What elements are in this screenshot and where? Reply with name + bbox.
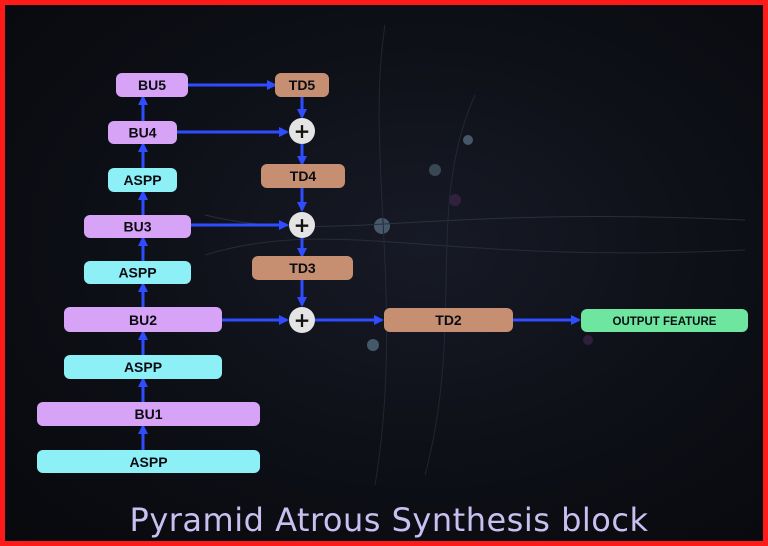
node-aspp-low: ASPP — [64, 355, 222, 379]
node-label: TD3 — [289, 260, 316, 276]
node-aspp-mid: ASPP — [84, 261, 191, 284]
plus-node-2: + — [289, 212, 315, 238]
node-label: OUTPUT FEATURE — [613, 316, 717, 328]
node-label: ASPP — [118, 265, 156, 281]
node-label: ASPP — [129, 454, 167, 470]
node-label: TD5 — [289, 77, 316, 93]
diagram-canvas: ASPP BU1 ASPP BU2 ASPP BU3 ASPP BU4 — [37, 24, 748, 486]
glow-dot — [374, 218, 390, 234]
node-td2: TD2 — [384, 308, 513, 332]
node-bu4: BU4 — [108, 121, 177, 144]
background-line — [374, 24, 388, 486]
node-label: BU3 — [123, 219, 151, 235]
plus-icon: + — [294, 308, 311, 332]
background-line — [204, 238, 746, 256]
plus-icon: + — [294, 213, 311, 237]
node-label: TD2 — [435, 312, 462, 328]
plus-node-3: + — [289, 307, 315, 333]
plus-node-1: + — [289, 118, 315, 144]
node-label: BU1 — [134, 406, 162, 422]
node-bu2: BU2 — [64, 307, 222, 332]
node-aspp-top: ASPP — [108, 168, 177, 192]
node-label: BU5 — [138, 77, 166, 93]
glow-dot — [367, 339, 379, 351]
node-td4: TD4 — [261, 164, 345, 188]
node-output-feature: OUTPUT FEATURE — [581, 309, 748, 332]
node-label: ASPP — [123, 172, 161, 188]
node-label: TD4 — [290, 168, 317, 184]
node-bu1: BU1 — [37, 402, 260, 426]
diagram-title: Pyramid Atrous Synthesis block — [129, 501, 649, 539]
node-bu5: BU5 — [116, 73, 188, 97]
node-bu3: BU3 — [84, 215, 191, 238]
glow-dot — [583, 335, 593, 345]
glow-dot — [463, 135, 473, 145]
plus-icon: + — [294, 119, 311, 143]
glow-dot — [429, 164, 441, 176]
node-label: BU2 — [129, 312, 157, 328]
node-label: BU4 — [128, 125, 156, 141]
background-line — [424, 94, 476, 476]
node-aspp-bottom: ASPP — [37, 450, 260, 473]
glow-dot — [449, 194, 461, 206]
node-td3: TD3 — [252, 256, 353, 280]
connectors — [138, 80, 581, 450]
node-td5: TD5 — [275, 73, 329, 97]
node-label: ASPP — [124, 359, 162, 375]
